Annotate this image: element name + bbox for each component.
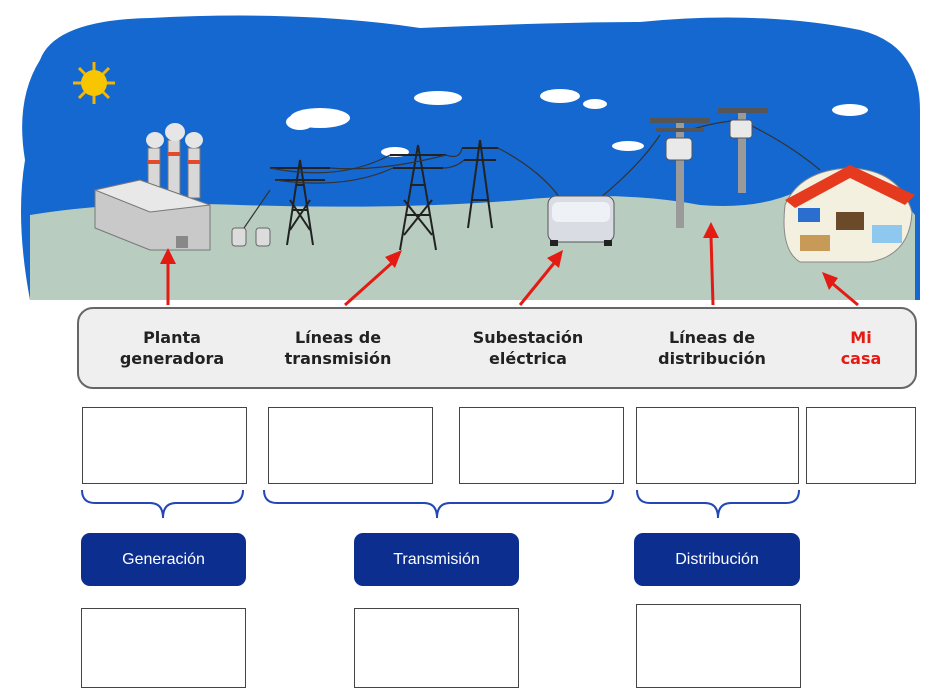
answer-box-transmision[interactable] <box>354 608 519 688</box>
distribution-pole-icon <box>650 108 768 228</box>
bracket-distribucion <box>636 489 800 519</box>
house-icon <box>783 165 915 263</box>
answer-box-generacion[interactable] <box>81 608 246 688</box>
stage-transmision-button[interactable]: Transmisión <box>354 533 519 586</box>
substation-icon <box>547 195 615 246</box>
red-arrows <box>160 222 859 307</box>
power-grid-illustration <box>21 15 920 307</box>
answer-box-lineas-distribucion[interactable] <box>636 407 799 484</box>
transmission-tower-icon <box>270 139 498 251</box>
bracket-transmision <box>263 489 614 519</box>
ground-shape <box>30 183 915 300</box>
answer-box-distribucion[interactable] <box>636 604 801 688</box>
label-mi-casa: Mi casa <box>840 328 882 368</box>
answer-box-subestacion[interactable] <box>459 407 624 484</box>
group-brackets <box>81 489 800 519</box>
label-lineas-distribucion: Líneas de distribución <box>658 328 766 368</box>
stage-generacion-button[interactable]: Generación <box>81 533 246 586</box>
answer-box-planta[interactable] <box>82 407 247 484</box>
power-plant-icon <box>93 123 211 251</box>
bracket-generacion <box>81 489 244 519</box>
stage-distribucion-button[interactable]: Distribución <box>634 533 800 586</box>
answer-box-mi-casa[interactable] <box>806 407 916 484</box>
cloud-icon <box>286 89 868 157</box>
answer-box-lineas-transmision[interactable] <box>268 407 433 484</box>
label-subestacion-electrica: Subestación eléctrica <box>472 328 584 368</box>
label-lineas-transmision: Líneas de transmisión <box>284 328 392 368</box>
label-bar: Planta generadora Líneas de transmisión … <box>77 307 917 389</box>
label-planta-generadora: Planta generadora <box>119 328 225 368</box>
sun-icon <box>73 62 115 104</box>
transformer-icon <box>231 227 271 247</box>
